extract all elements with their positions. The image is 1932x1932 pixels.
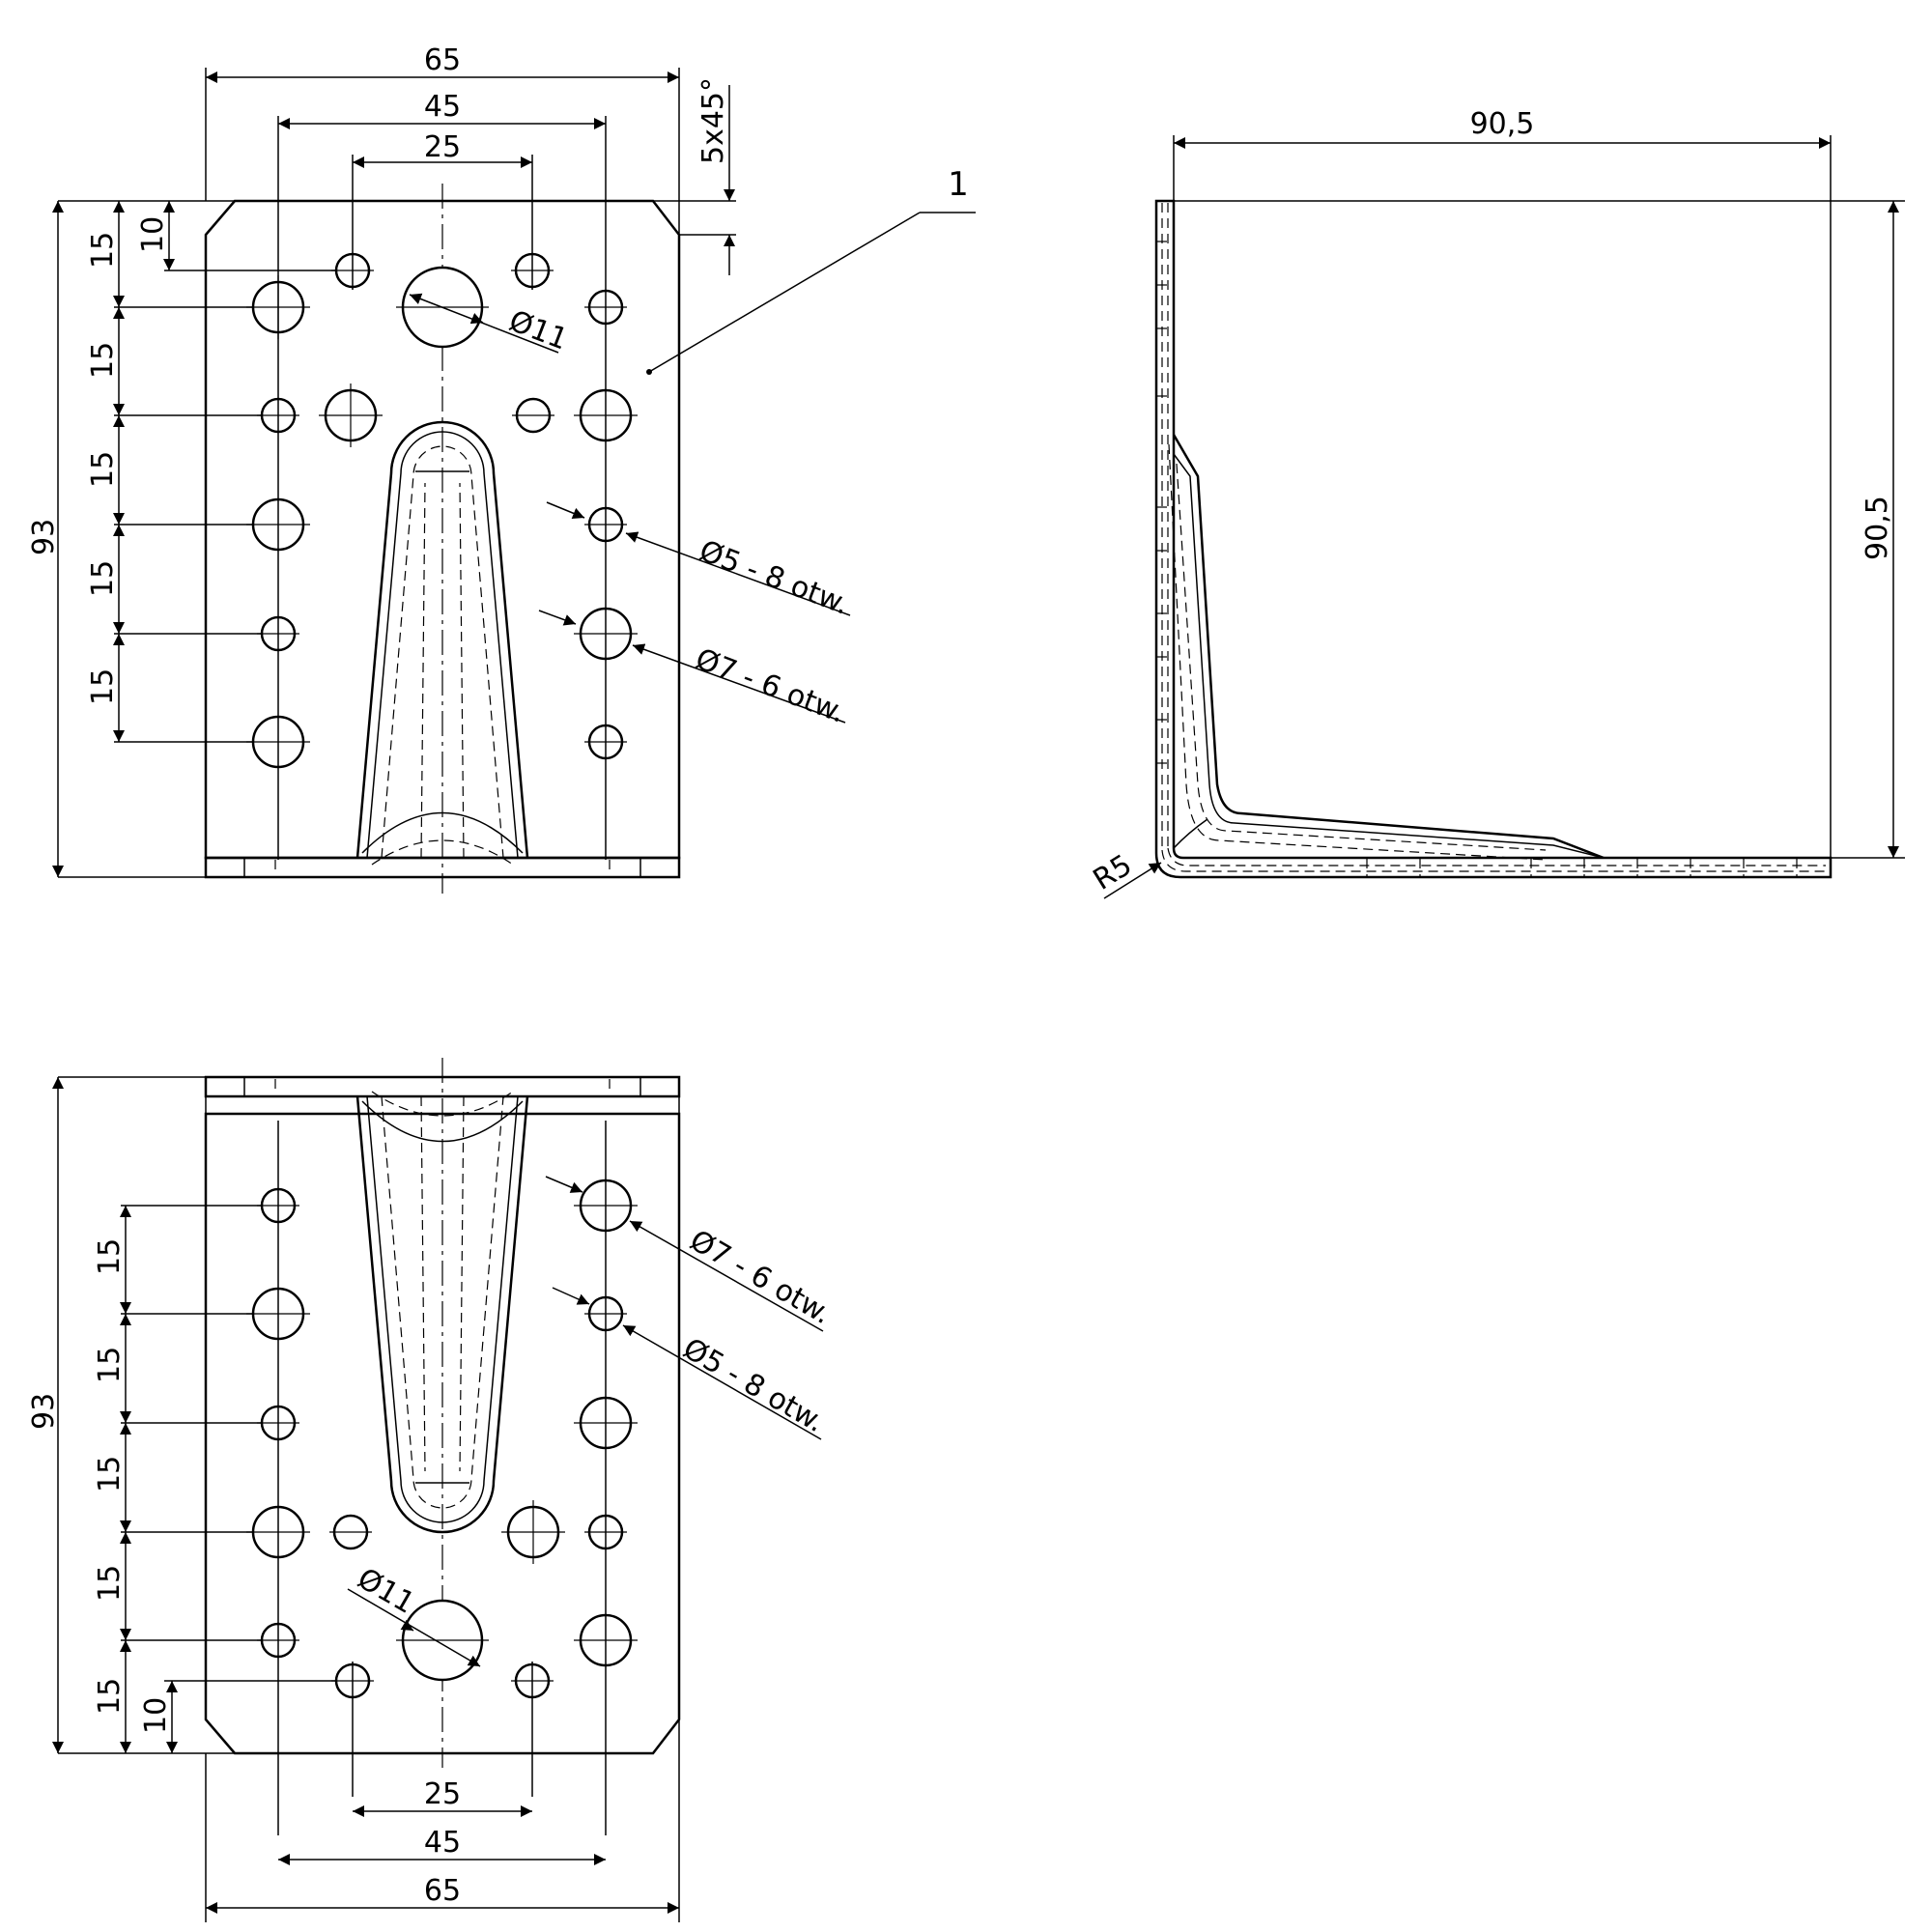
dim-15: 15 (93, 1678, 127, 1715)
dim-chamfer: 5x45° (696, 77, 730, 164)
dim-90-5-height: 90,5 (1861, 496, 1894, 560)
dim-45: 45 (424, 1826, 461, 1860)
dim-15: 15 (86, 451, 120, 488)
dim-93: 93 (27, 1393, 61, 1430)
front-view: 65 45 25 5x45° 93 10 15 15 15 15 15 (27, 43, 976, 894)
front-rib-outline (355, 420, 529, 859)
side-profile-outline (1154, 199, 1833, 879)
dim-10: 10 (136, 216, 170, 253)
dim-15: 15 (93, 1238, 127, 1275)
dim-15: 15 (86, 560, 120, 597)
dim-15: 15 (93, 1347, 127, 1383)
dim-65: 65 (424, 1874, 461, 1908)
side-rib-outline (1172, 434, 1605, 860)
bottom-view: 93 10 15 15 15 15 15 25 45 65 Ø7 - 6 otw… (27, 1058, 837, 1922)
dim-25: 25 (424, 130, 461, 164)
dim-15: 15 (93, 1565, 127, 1602)
dim-25: 25 (424, 1777, 461, 1811)
dim-15: 15 (86, 232, 120, 269)
dia-5-label: Ø5 - 8 otw. (677, 1332, 830, 1440)
bottom-rib-outline (355, 1095, 529, 1534)
dia-7-label: Ø7 - 6 otw. (691, 642, 849, 730)
dim-10: 10 (139, 1697, 173, 1734)
dia-5-label: Ø5 - 8 otw. (695, 534, 853, 622)
dia-11-label: Ø11 (504, 304, 572, 357)
dim-15: 15 (93, 1456, 127, 1492)
dim-65: 65 (424, 43, 461, 77)
dim-15: 15 (86, 668, 120, 705)
dim-90-5-width: 90,5 (1470, 107, 1535, 141)
dim-93: 93 (27, 519, 61, 555)
side-view: 90,5 90,5 R5 (1088, 107, 1905, 899)
dim-15: 15 (86, 342, 120, 379)
radius-label: R5 (1088, 848, 1138, 897)
dim-45: 45 (424, 90, 461, 124)
dia-7-label: Ø7 - 6 otw. (684, 1224, 837, 1332)
part-number-label: 1 (948, 165, 969, 204)
